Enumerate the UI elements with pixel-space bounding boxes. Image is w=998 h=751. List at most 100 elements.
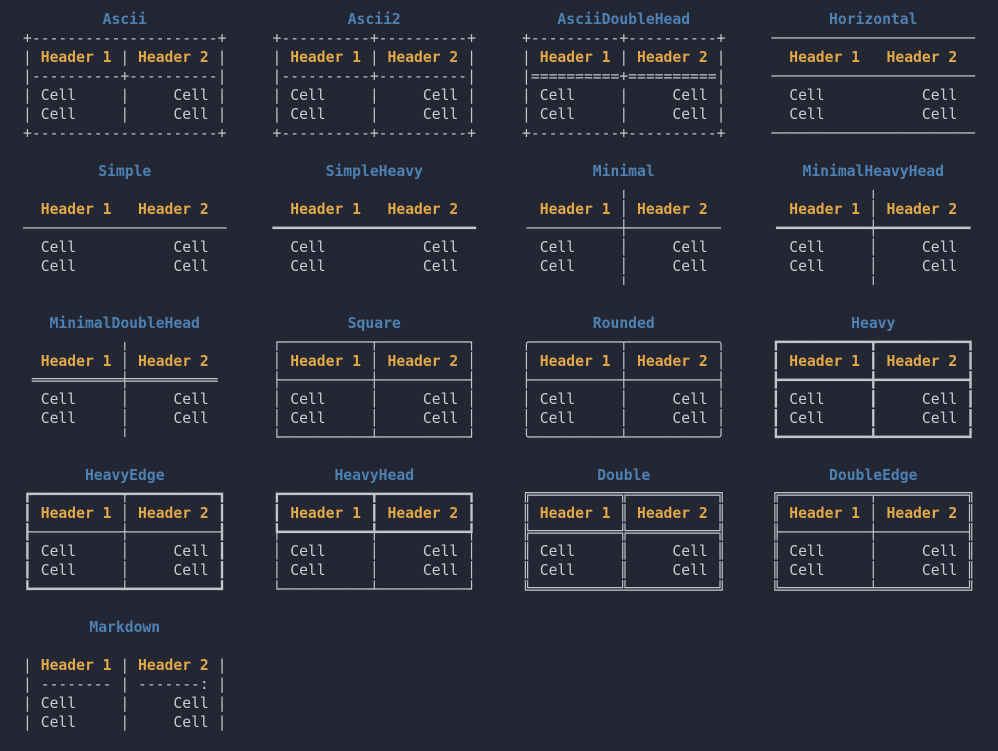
header-text: Header 2 [886, 353, 958, 370]
cell-text: Cell [173, 410, 209, 427]
border-chars [209, 258, 227, 275]
table-line: ╵ [522, 276, 725, 295]
border-chars: | [272, 106, 291, 123]
table-line [23, 637, 226, 656]
table-line: ══════════╪══════════ [23, 371, 226, 390]
cell-text: Cell [921, 391, 958, 408]
border-chars: +----------+----------+ [522, 125, 726, 142]
table-line: Cell Cell [23, 238, 226, 257]
table-line: +---------------------+ [23, 29, 226, 48]
border-chars: ║ [707, 562, 726, 579]
header-text: Header 1 [789, 201, 860, 218]
table-line: ╵ [23, 428, 226, 447]
cell-text: Cell [290, 106, 326, 123]
table-line: ╭──────────┬──────────╮ [522, 333, 725, 352]
border-chars: +---------------------+ [23, 30, 227, 47]
cell-text: Cell [789, 258, 825, 275]
border-chars: ║ [522, 505, 540, 522]
table-line [23, 276, 226, 295]
cell-text: Cell [921, 239, 958, 256]
border-chars: ┃ [458, 505, 476, 522]
table-line: ┏━━━━━━━━━━┯━━━━━━━━━━┓ [23, 485, 226, 504]
ascii-table: +---------------------+| Header 1 | Head… [23, 29, 226, 143]
border-chars: ║ [771, 505, 790, 522]
border-chars: │ [824, 562, 922, 579]
border-chars: │ [272, 543, 291, 560]
table-line: └──────────┴──────────┘ [273, 580, 476, 599]
cell-text: Cell [672, 391, 708, 408]
border-chars [23, 353, 41, 370]
table-line: Cell │ Cell [522, 257, 725, 276]
border-chars: │ [76, 562, 174, 579]
border-chars [23, 201, 41, 218]
table-style-tile: MinimalDoubleHead ╷ Header 1 │ Header 2 … [23, 314, 226, 447]
table-line: ╚══════════╧══════════╝ [772, 580, 975, 599]
border-chars: ┃ [23, 562, 41, 579]
table-line [273, 181, 476, 200]
table-style-title: Simple [98, 163, 152, 180]
border-chars: │ [575, 410, 673, 427]
border-chars [23, 638, 226, 655]
table-line: │ Cell │ Cell │ [273, 390, 476, 409]
table-line: ─────────────────────── [772, 124, 975, 143]
table-line: ┡━━━━━━━━━━╇━━━━━━━━━━┩ [273, 523, 476, 542]
border-chars: ┃ [957, 410, 975, 427]
border-chars [361, 201, 388, 218]
border-chars: │ [575, 258, 673, 275]
cell-text: Cell [422, 391, 459, 408]
table-style-title: Markdown [89, 619, 161, 636]
table-style-tile: SimpleHeavy Header 1 Header 2 ━━━━━━━━━━… [273, 162, 476, 295]
header-text: Header 1 [539, 505, 611, 522]
border-chars: │ [458, 391, 476, 408]
cell-text: Cell [789, 239, 825, 256]
cell-text: Cell [290, 258, 326, 275]
table-style-tile: Minimal ╷ Header 1 │ Header 2 ╶─────────… [522, 162, 725, 295]
table-style-tile: Heavy ┏━━━━━━━━━━┳━━━━━━━━━━┓┃ Header 1 … [772, 314, 975, 447]
table-line: ╟──────────┼──────────╢ [772, 523, 975, 542]
border-chars [708, 201, 726, 218]
border-chars [458, 239, 476, 256]
border-chars: +---------------------+ [23, 125, 227, 142]
border-chars: | [458, 106, 476, 123]
cell-text: Cell [789, 410, 825, 427]
table-line: ║ Cell ║ Cell ║ [522, 542, 725, 561]
header-text: Header 2 [637, 201, 708, 218]
table-line: | Cell | Cell | [23, 86, 226, 105]
table-style-tile: DoubleEdge ╔══════════╤══════════╗║ Head… [772, 466, 975, 599]
table-line: ╶──────────┼──────────╴ [522, 219, 725, 238]
ascii-table: Header 1 Header 2 ━━━━━━━━━━━━━━━━━━━━━━… [273, 181, 476, 295]
border-chars: | [208, 714, 227, 731]
border-chars [772, 201, 790, 218]
border-chars: └──────────┴──────────┘ [272, 581, 476, 598]
border-chars: ┃ [23, 505, 41, 522]
cell-text: Cell [422, 106, 459, 123]
border-chars: ╷ [771, 182, 975, 199]
cell-text: Cell [173, 87, 209, 104]
border-chars: ║ [522, 562, 540, 579]
header-text: Header 2 [886, 201, 958, 218]
border-chars [273, 239, 291, 256]
border-chars: | [325, 87, 423, 104]
table-line: | Header 1 | Header 2 | [23, 656, 226, 675]
ascii-table: ╔══════════╦══════════╗║ Header 1 ║ Head… [522, 485, 725, 599]
cell-text: Cell [539, 239, 576, 256]
border-chars: | [111, 49, 139, 66]
border-chars [23, 182, 226, 199]
border-chars: │ [111, 505, 139, 522]
border-chars: |==========+==========| [522, 68, 726, 85]
ascii-table: ┌──────────┬──────────┐│ Header 1 │ Head… [273, 333, 476, 447]
border-chars [957, 106, 975, 123]
table-line: Cell │ Cell [23, 409, 226, 428]
border-chars: | [325, 106, 423, 123]
cell-text: Cell [40, 106, 77, 123]
border-chars [209, 239, 227, 256]
border-chars: ╟──────────┼──────────╢ [771, 524, 975, 541]
table-line: Header 1 │ Header 2 [23, 352, 226, 371]
table-line: ┏━━━━━━━━━━┳━━━━━━━━━━┓ [772, 333, 975, 352]
cell-text: Cell [40, 543, 77, 560]
border-chars: │ [325, 410, 423, 427]
cell-text: Cell [422, 239, 459, 256]
table-line: | Header 1 | Header 2 | [273, 48, 476, 67]
table-style-title: Double [597, 467, 651, 484]
border-chars [273, 277, 476, 294]
